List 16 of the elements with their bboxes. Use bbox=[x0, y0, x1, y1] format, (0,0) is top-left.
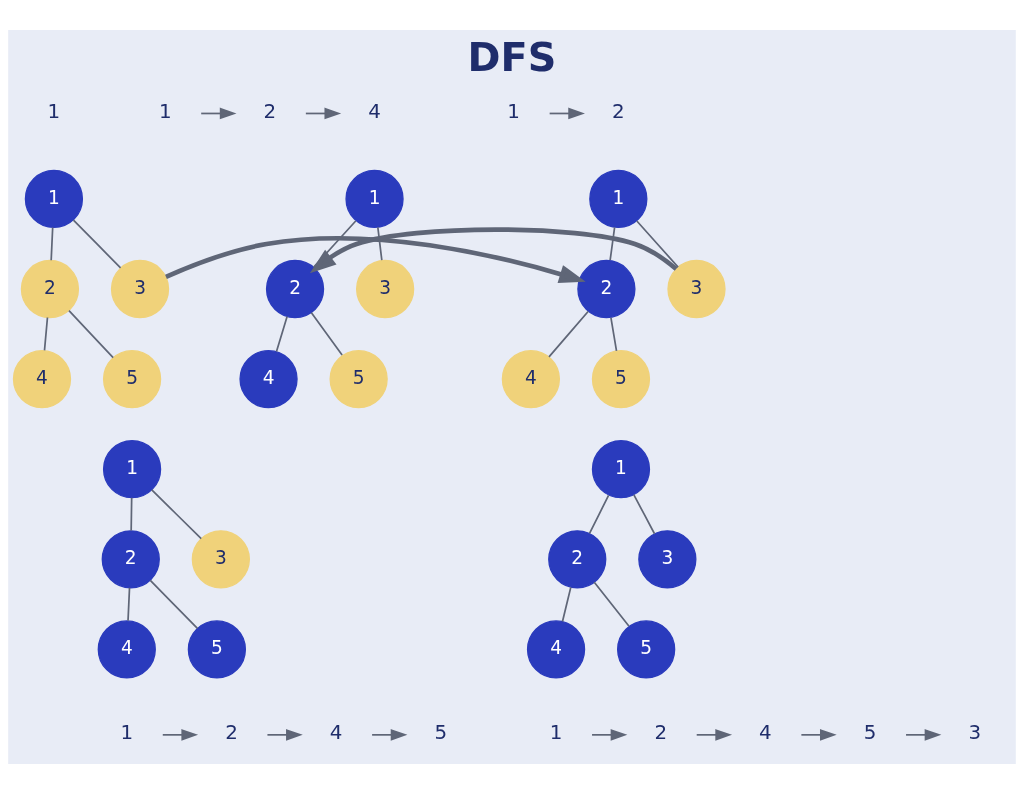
node-text: 1 bbox=[507, 99, 520, 123]
node-text: 4 bbox=[329, 720, 343, 744]
node-text: 5 bbox=[434, 720, 448, 744]
node-text: 1 bbox=[549, 720, 563, 744]
node-text: 3 bbox=[968, 720, 982, 744]
node-text: 2 bbox=[654, 720, 668, 744]
node-text: 1 bbox=[47, 99, 61, 123]
node-text: 1 bbox=[120, 720, 134, 744]
diagram-title: DFS bbox=[467, 33, 557, 80]
node-text: 2 bbox=[225, 720, 238, 744]
node-text: 2 bbox=[612, 99, 625, 123]
node-text: 1 bbox=[158, 99, 172, 123]
node-text: 5 bbox=[863, 720, 877, 744]
node-text: 2 bbox=[263, 99, 277, 123]
node-text: 4 bbox=[368, 99, 381, 123]
node-text: 4 bbox=[759, 720, 772, 744]
